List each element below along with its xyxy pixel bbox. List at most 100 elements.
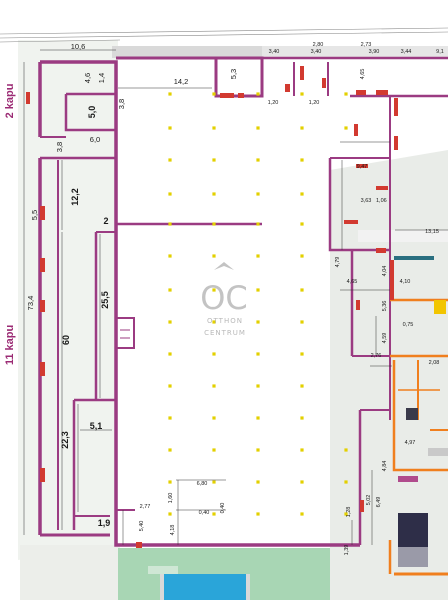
dim-label: 4,65 xyxy=(360,69,366,80)
dim-label: 1,39 xyxy=(344,545,350,556)
dim-label: 4,79 xyxy=(335,257,341,268)
dim-label: 4,84 xyxy=(382,461,388,472)
column-marker xyxy=(212,352,216,356)
column-marker xyxy=(168,254,172,258)
column-marker xyxy=(300,512,304,516)
dim-label: 5,36 xyxy=(382,301,388,312)
dim-label: 5,0 xyxy=(87,106,97,119)
column-marker xyxy=(212,384,216,388)
column-marker xyxy=(168,126,172,130)
column-marker xyxy=(256,192,260,196)
dim-label: 2,77 xyxy=(140,504,151,510)
column-marker xyxy=(300,352,304,356)
column-marker xyxy=(344,92,348,96)
column-marker xyxy=(168,480,172,484)
column-marker xyxy=(300,416,304,420)
column-marker xyxy=(168,448,172,452)
dim-label: 10,6 xyxy=(71,42,86,51)
column-marker xyxy=(344,480,348,484)
dim-label: 6,0 xyxy=(90,135,100,144)
dim-label: 4,18 xyxy=(170,525,176,536)
garden-area xyxy=(118,548,330,600)
column-marker xyxy=(300,448,304,452)
dim-label: 4,65 xyxy=(347,279,358,285)
dim-label: 6,49 xyxy=(376,497,382,508)
column-marker xyxy=(212,92,216,96)
column-marker xyxy=(168,320,172,324)
column-marker xyxy=(168,384,172,388)
column-marker xyxy=(256,512,260,516)
dim-label: 3,63 xyxy=(361,198,372,204)
dimension-labels: 10,6 1,4 4,6 14,2 5,3 5,0 3,8 6,0 3,8 12… xyxy=(26,42,444,555)
dim-label: 1,28 xyxy=(346,507,352,518)
dim-label: 3,8 xyxy=(55,142,64,152)
dim-label: 2,08 xyxy=(429,360,440,366)
dim-label: 9,1 xyxy=(436,49,444,55)
column-marker xyxy=(344,512,348,516)
dim-label: 5,40 xyxy=(139,521,145,532)
column-marker xyxy=(344,448,348,452)
column-marker xyxy=(256,416,260,420)
column-marker xyxy=(256,352,260,356)
column-marker xyxy=(256,92,260,96)
dim-label: 2,80 xyxy=(313,42,324,48)
column-marker xyxy=(256,320,260,324)
column-marker xyxy=(212,416,216,420)
dim-label: 2,73 xyxy=(361,42,372,48)
column-marker xyxy=(168,158,172,162)
column-marker xyxy=(212,192,216,196)
dim-label: 0,75 xyxy=(403,322,414,328)
column-marker xyxy=(212,254,216,258)
column-marker xyxy=(256,288,260,292)
column-marker xyxy=(256,126,260,130)
column-marker xyxy=(300,320,304,324)
column-marker xyxy=(300,222,304,226)
dim-label: 4,10 xyxy=(400,279,411,285)
column-marker xyxy=(300,92,304,96)
column-marker xyxy=(300,126,304,130)
dim-label: 1,06 xyxy=(376,198,387,204)
column-marker xyxy=(168,416,172,420)
column-grid xyxy=(168,92,348,516)
column-marker xyxy=(168,288,172,292)
column-marker xyxy=(212,448,216,452)
dim-label: 25,5 xyxy=(100,291,110,309)
logo: OC OTTHON CENTRUM xyxy=(200,262,248,337)
dim-label: 4,6 xyxy=(83,73,92,83)
column-marker xyxy=(212,126,216,130)
column-marker xyxy=(212,222,216,226)
dim-label: 13,15 xyxy=(425,229,439,235)
dim-label: 5,1 xyxy=(90,421,103,431)
dim-label: 3,40 xyxy=(269,49,280,55)
column-marker xyxy=(212,512,216,516)
logo-line2: CENTRUM xyxy=(204,329,246,337)
dim-label: 4,04 xyxy=(382,266,388,277)
dim-label: 5,02 xyxy=(366,495,372,506)
wall-markers xyxy=(26,66,434,548)
column-marker xyxy=(300,480,304,484)
column-marker xyxy=(344,126,348,130)
column-marker xyxy=(300,288,304,292)
gate-11-label: 11 kapu xyxy=(4,325,16,365)
column-marker xyxy=(168,222,172,226)
dim-label: 1,20 xyxy=(268,100,279,106)
dim-label: 5,5 xyxy=(30,210,39,220)
dim-label: 3,8 xyxy=(117,99,126,109)
logo-line1: OTTHON xyxy=(207,317,243,325)
column-marker xyxy=(256,448,260,452)
column-marker xyxy=(212,288,216,292)
interior-walls xyxy=(388,298,448,576)
column-marker xyxy=(168,92,172,96)
dim-label: 3,44 xyxy=(401,49,412,55)
column-marker xyxy=(300,384,304,388)
dim-label: 9,47 xyxy=(357,164,368,170)
column-marker xyxy=(168,512,172,516)
dim-label: 0,40 xyxy=(199,510,210,516)
dim-label: 3,90 xyxy=(369,49,380,55)
gate-2-label: 2 kapu xyxy=(4,84,16,119)
equipment-blocks xyxy=(398,300,448,567)
dim-label: 4,59 xyxy=(382,333,388,344)
column-marker xyxy=(256,254,260,258)
column-marker xyxy=(300,158,304,162)
